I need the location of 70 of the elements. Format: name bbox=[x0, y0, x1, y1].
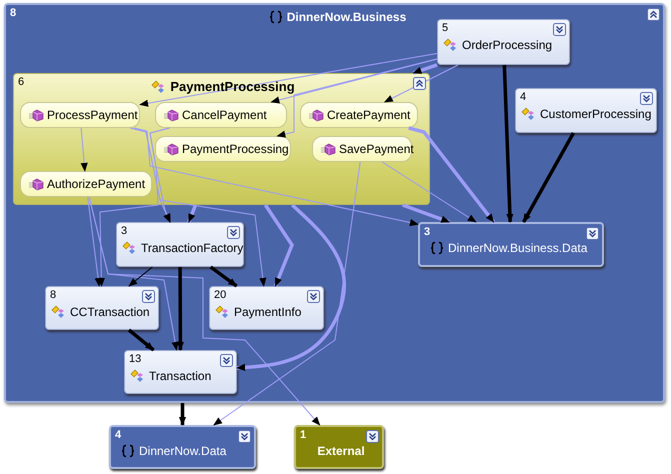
dependency-arrow bbox=[139, 52, 438, 107]
node-name: Transaction bbox=[149, 369, 212, 383]
dependency-arrow bbox=[402, 203, 450, 224]
dependency-arrow bbox=[502, 64, 514, 223]
class-box bbox=[45, 286, 159, 330]
dependency-arrow bbox=[384, 64, 458, 102]
method-name: CreatePayment bbox=[327, 108, 410, 122]
method-name: CancelPayment bbox=[182, 108, 267, 122]
namespace-box bbox=[418, 222, 604, 267]
node-name: OrderProcessing bbox=[462, 38, 552, 52]
count-label: 3 bbox=[121, 224, 128, 238]
method-pill bbox=[20, 171, 152, 197]
dependency-arrow bbox=[264, 204, 294, 287]
class-group bbox=[13, 73, 430, 205]
method-pill bbox=[20, 102, 140, 128]
count-label: 20 bbox=[214, 288, 226, 302]
class-box bbox=[515, 88, 657, 133]
dependency-arrow bbox=[522, 132, 575, 223]
dependency-arrow bbox=[80, 128, 88, 172]
dependency-arrow bbox=[178, 403, 186, 426]
class-box bbox=[209, 286, 324, 330]
count-label: 1 bbox=[300, 428, 306, 442]
method-pill bbox=[300, 102, 418, 128]
dependency-arrow bbox=[270, 58, 438, 104]
dependency-arrow bbox=[408, 126, 495, 224]
method-pill bbox=[312, 136, 412, 162]
external-box bbox=[294, 425, 384, 469]
method-pill bbox=[155, 102, 287, 128]
dependency-arrow bbox=[213, 162, 361, 426]
class-box bbox=[124, 350, 237, 394]
count-label: 5 bbox=[442, 21, 448, 35]
dependency-arrow bbox=[210, 266, 238, 288]
dependency-arrow bbox=[382, 162, 477, 222]
count-label: 8 bbox=[10, 6, 16, 20]
namespace-box bbox=[109, 425, 256, 469]
dependency-arrow bbox=[87, 196, 102, 287]
dependency-arrow bbox=[276, 58, 438, 138]
node-name: DinnerNow.Business.Data bbox=[448, 241, 588, 255]
method-pill bbox=[155, 136, 291, 162]
class-box bbox=[116, 222, 244, 267]
node-name: TransactionFactory bbox=[141, 241, 244, 255]
dependency-arrow bbox=[176, 267, 184, 351]
group-title: DinnerNow.Business bbox=[286, 10, 406, 24]
count-label: 3 bbox=[424, 225, 430, 239]
count-label: 6 bbox=[18, 75, 24, 89]
node-name: DinnerNow.Data bbox=[139, 444, 226, 458]
group-title: PaymentProcessing bbox=[170, 80, 295, 94]
dependency-arrow bbox=[128, 266, 153, 287]
dependency-arrow bbox=[236, 204, 346, 371]
count-label: 13 bbox=[129, 352, 142, 366]
dependency-arrow bbox=[128, 328, 155, 352]
dependency-arrow bbox=[88, 196, 320, 426]
method-name: SavePayment bbox=[339, 142, 414, 156]
method-name: AuthorizePayment bbox=[47, 177, 146, 191]
class-box bbox=[437, 19, 570, 65]
dependency-arrow bbox=[412, 63, 438, 75]
method-name: PaymentProcessing bbox=[182, 142, 289, 156]
count-label: 4 bbox=[115, 428, 122, 442]
method-name: ProcessPayment bbox=[47, 108, 138, 122]
count-label: 4 bbox=[520, 90, 526, 104]
node-name: External bbox=[317, 444, 365, 458]
node-name: CustomerProcessing bbox=[540, 107, 652, 121]
node-name: PaymentInfo bbox=[234, 305, 302, 319]
node-name: CCTransaction bbox=[70, 305, 150, 319]
dependency-arrow bbox=[187, 204, 198, 223]
dependency-arrow bbox=[98, 128, 170, 287]
namespace-container bbox=[4, 3, 665, 403]
dependency-arrow bbox=[134, 128, 419, 226]
dependency-arrow bbox=[130, 128, 266, 287]
count-label: 8 bbox=[50, 288, 56, 302]
